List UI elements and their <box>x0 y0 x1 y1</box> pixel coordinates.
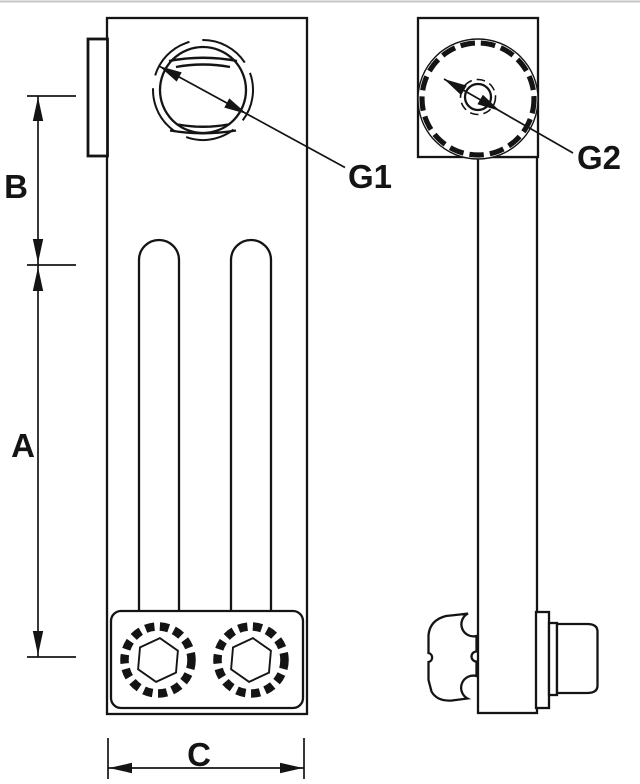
g2-leader-line <box>443 78 574 154</box>
dim-b-arrow-down-icon <box>32 239 44 263</box>
fitting-neck <box>547 621 559 697</box>
callout-g2: G2 <box>443 78 621 176</box>
dim-b-arrow-up-icon <box>32 97 44 121</box>
port-g2-thread-circle <box>459 78 497 116</box>
dim-b-label: B <box>4 168 28 205</box>
slot-right <box>229 238 273 611</box>
side-body-outline <box>476 155 539 715</box>
port-g1-chamfer-top-inner <box>175 63 231 69</box>
dimension-b: B <box>4 95 76 657</box>
boss-knurl-ring <box>419 40 537 158</box>
bolt-right-hex-socket-icon <box>230 637 272 683</box>
side-view <box>416 16 599 715</box>
port-g1-chamfer-top-outer <box>168 56 238 63</box>
slot-left <box>137 238 181 611</box>
g2-label: G2 <box>577 139 621 176</box>
dim-c-arrow-right-icon <box>280 762 303 774</box>
callout-g1: G1 <box>158 65 392 195</box>
port-g1-chamfer-bottom-outer <box>169 129 237 135</box>
fitting-collar <box>534 610 551 710</box>
clamp-profile <box>427 612 478 702</box>
g2-arrowhead-upper-icon <box>444 79 467 96</box>
g1-label: G1 <box>348 158 392 195</box>
dim-a-arrow-down-icon <box>32 631 44 655</box>
dim-a-label: A <box>11 427 35 464</box>
g1-arrowhead-upper-icon <box>159 66 182 82</box>
dim-a-arrow-up-icon <box>32 267 44 291</box>
fitting-plug <box>555 622 599 695</box>
bolt-right <box>213 622 289 698</box>
side-fitting <box>534 610 599 710</box>
front-view <box>86 16 309 716</box>
dimension-a: A <box>11 267 76 658</box>
side-mount-tab <box>86 37 109 158</box>
g2-arrowhead-lower-icon <box>477 94 500 111</box>
bolt-left-hex-socket-icon <box>137 637 179 683</box>
g1-arrowhead-lower-icon <box>224 98 247 114</box>
port-g1-thread-circle <box>152 39 254 141</box>
g1-leader-line <box>158 65 346 169</box>
dim-c-arrow-left-icon <box>109 762 132 774</box>
dim-c-label: C <box>187 736 211 773</box>
dimension-c: C <box>107 736 305 779</box>
port-g1-chamfer-bottom-inner <box>177 123 229 128</box>
bolt-left <box>120 622 196 698</box>
